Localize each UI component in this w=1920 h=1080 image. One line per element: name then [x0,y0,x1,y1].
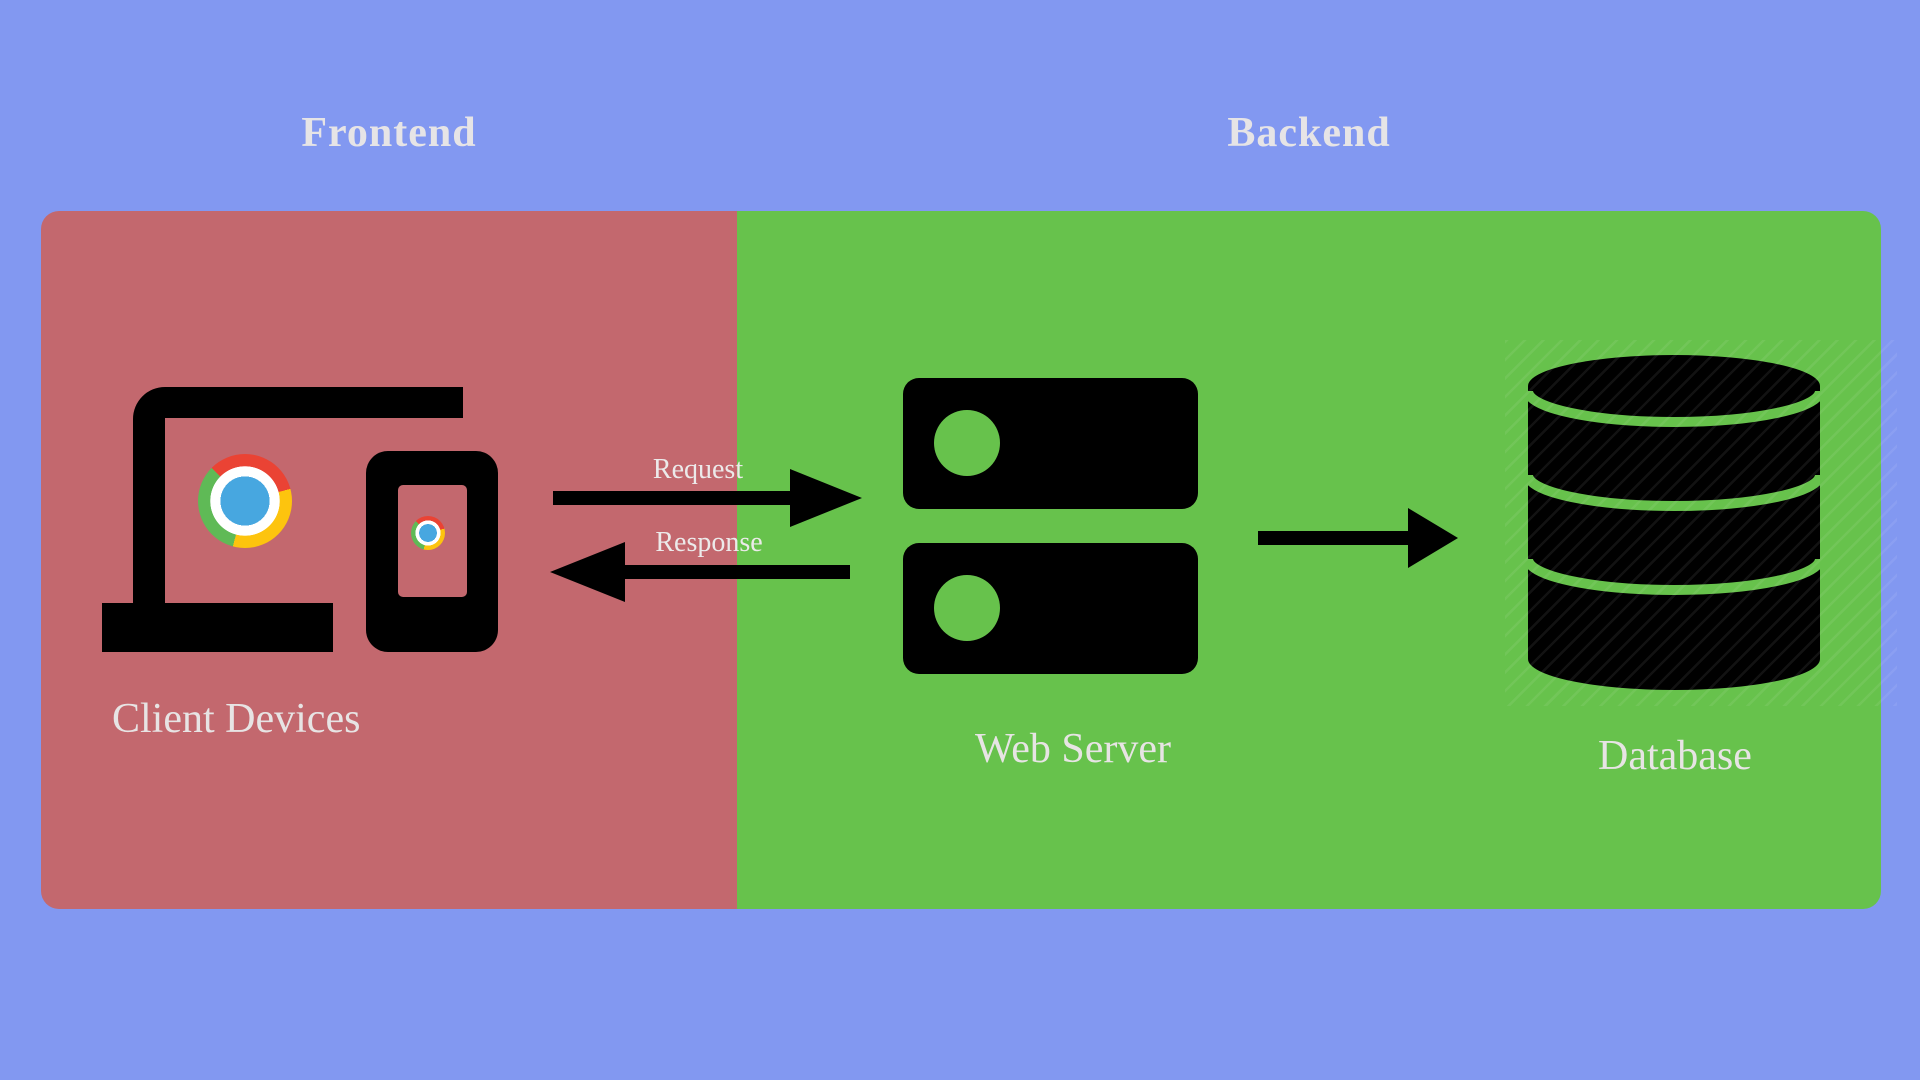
server-unit-bottom-icon [903,543,1198,674]
chrome-logo-small-icon [411,516,445,550]
database-divider-1-icon [1528,390,1820,427]
laptop-base-icon [102,603,333,652]
response-arrow-shaft-icon [625,565,850,579]
web-server-label: Web Server [975,726,1172,772]
database-icon [1528,355,1820,690]
response-label: Response [655,527,763,558]
client-devices-label: Client Devices [112,696,361,742]
database-divider-3-icon [1528,558,1820,595]
request-arrow-shaft-icon [553,491,790,505]
database-label: Database [1598,733,1752,779]
zone-title-frontend: Frontend [301,110,477,156]
response-arrow-head-icon [550,542,625,602]
zone-title-backend: Backend [1227,110,1391,156]
database-cylinder-icon [1528,355,1820,690]
server-to-database-arrow-shaft-icon [1258,531,1408,545]
request-arrow-head-icon [790,469,862,527]
server-to-database-arrow-head-icon [1408,508,1458,568]
chrome-logo-icon [198,454,292,548]
database-divider-2-icon [1528,474,1820,511]
request-label: Request [652,454,744,485]
laptop-screen-frame-icon [133,387,463,603]
server-unit-top-icon [903,378,1198,509]
